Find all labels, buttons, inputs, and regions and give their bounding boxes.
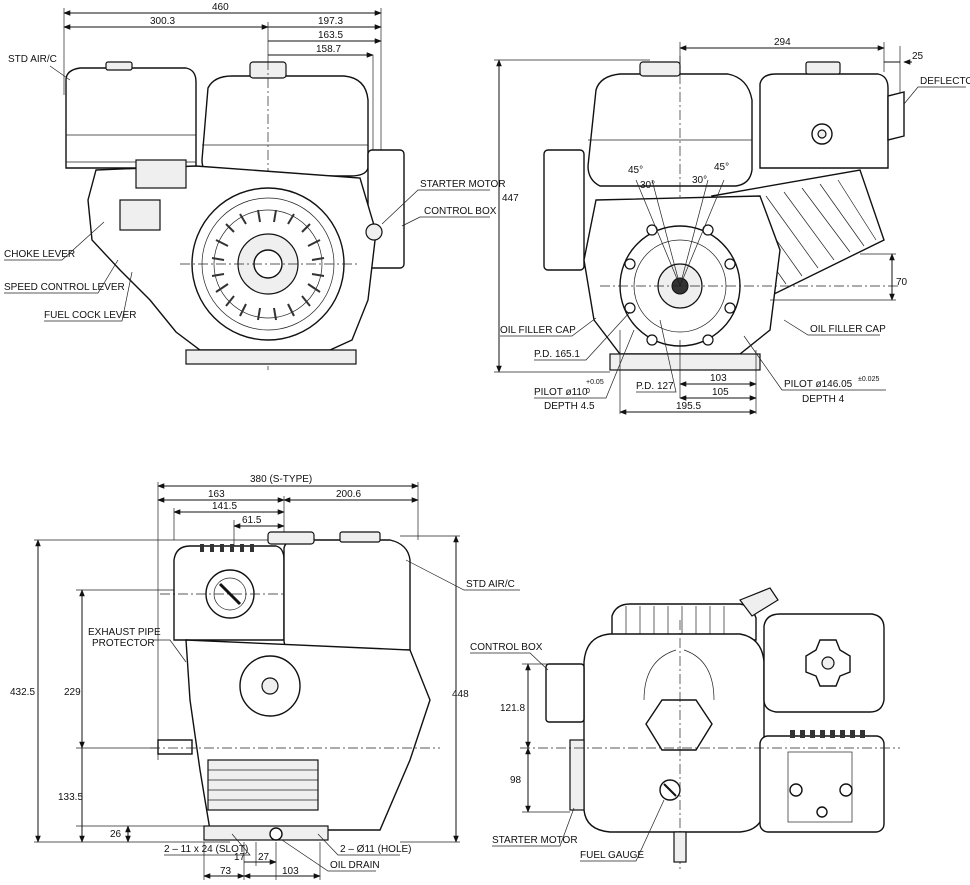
fuel-tank <box>201 75 369 177</box>
callout-std-air-c-bottom: STD AIR/C <box>466 579 515 590</box>
dim-141-5: 141.5 <box>212 501 237 512</box>
angle-45-left: 45° <box>628 165 643 176</box>
crankshaft <box>157 739 193 755</box>
dim-17: 17 <box>234 852 246 863</box>
dim-133-5: 133.5 <box>58 792 83 803</box>
dim-447: 447 <box>502 193 519 204</box>
callout-deflector: DEFLECTOR <box>920 76 970 87</box>
dim-103-top: 103 <box>710 373 727 384</box>
dim-163-5: 163.5 <box>318 30 343 41</box>
callout-hole: 2 – Ø11 (HOLE) <box>340 844 412 855</box>
dim-197-3: 197.3 <box>318 16 343 27</box>
callout-depth-4-5: DEPTH 4.5 <box>544 401 595 412</box>
dim-300-3: 300.3 <box>150 16 175 27</box>
callout-starter-motor: STARTER MOTOR <box>420 179 506 190</box>
callout-pd-165: P.D. 165.1 <box>534 349 580 360</box>
callout-fuel-cock-lever: FUEL COCK LEVER <box>44 310 136 321</box>
dim-105: 105 <box>712 387 729 398</box>
dim-73: 73 <box>220 866 232 877</box>
callout-pd-127: P.D. 127 <box>636 381 674 392</box>
dim-121-8: 121.8 <box>500 703 525 714</box>
dim-200-6: 200.6 <box>336 489 361 500</box>
callout-pilot-146: PILOT ø146.05 <box>784 379 853 390</box>
callout-fuel-gauge: FUEL GAUGE <box>580 850 644 861</box>
dim-158-7: 158.7 <box>316 44 341 55</box>
air-cleaner-rear <box>759 73 889 169</box>
callout-pilot-110-tol-upper: +0.05 <box>586 379 604 386</box>
fuel-cap <box>645 699 713 751</box>
callout-exhaust-pipe-2: PROTECTOR <box>92 638 155 649</box>
dim-98: 98 <box>510 775 522 786</box>
dim-294: 294 <box>774 37 791 48</box>
callout-pilot-110: PILOT ø110 <box>534 387 588 398</box>
callout-starter-motor-bottom: STARTER MOTOR <box>492 835 578 846</box>
angle-30-right: 30° <box>692 175 707 186</box>
dim-195-5: 195.5 <box>676 401 701 412</box>
angle-30-left: 30° <box>640 180 655 191</box>
view-bottom-right: 121.8 98 CONTROL BOX STARTER MOTOR FUEL … <box>470 587 900 870</box>
callout-speed-control-lever: SPEED CONTROL LEVER <box>4 282 125 293</box>
dim-432-5: 432.5 <box>10 687 35 698</box>
callout-oil-filler-cap-left: OIL FILLER CAP <box>500 325 576 336</box>
fuel-tank-side <box>283 539 411 651</box>
view-top-right: 294 25 447 <box>494 37 970 415</box>
dim-27: 27 <box>258 852 270 863</box>
dim-460: 460 <box>212 2 229 13</box>
dim-448: 448 <box>452 689 469 700</box>
angle-45-right: 45° <box>714 162 729 173</box>
callout-std-air-c: STD AIR/C <box>8 54 57 65</box>
engine-base <box>185 349 357 365</box>
callout-control-box-bottom: CONTROL BOX <box>470 642 543 653</box>
callout-control-box: CONTROL BOX <box>424 206 497 217</box>
callout-choke-lever: CHOKE LEVER <box>4 249 75 260</box>
dim-103-bottom: 103 <box>282 866 299 877</box>
callout-oil-filler-cap-right: OIL FILLER CAP <box>810 324 886 335</box>
callout-depth-4: DEPTH 4 <box>802 394 845 405</box>
callout-pilot-110-tol-lower: 0 <box>586 388 590 395</box>
callout-exhaust-pipe-1: EXHAUST PIPE <box>88 627 161 638</box>
view-bottom-left: 380 (S-TYPE) 163 200.6 141.5 61.5 432.5 … <box>10 474 520 880</box>
dim-25: 25 <box>912 51 924 62</box>
callout-pilot-146-tol: ±0.025 <box>858 376 879 383</box>
callout-oil-drain: OIL DRAIN <box>330 860 380 871</box>
dim-163: 163 <box>208 489 225 500</box>
view-top-left: 460 300.3 197.3 163.5 158.7 <box>4 2 506 370</box>
dim-26: 26 <box>110 829 122 840</box>
dim-61-5: 61.5 <box>242 515 262 526</box>
dim-380: 380 (S-TYPE) <box>250 474 312 485</box>
dim-229: 229 <box>64 687 81 698</box>
dim-70: 70 <box>896 277 908 288</box>
control-box-side <box>545 663 585 723</box>
fuel-tank-rear <box>587 73 753 187</box>
air-cleaner-housing <box>65 67 197 169</box>
callout-slot: 2 – 11 x 24 (SLOT) <box>164 844 248 855</box>
